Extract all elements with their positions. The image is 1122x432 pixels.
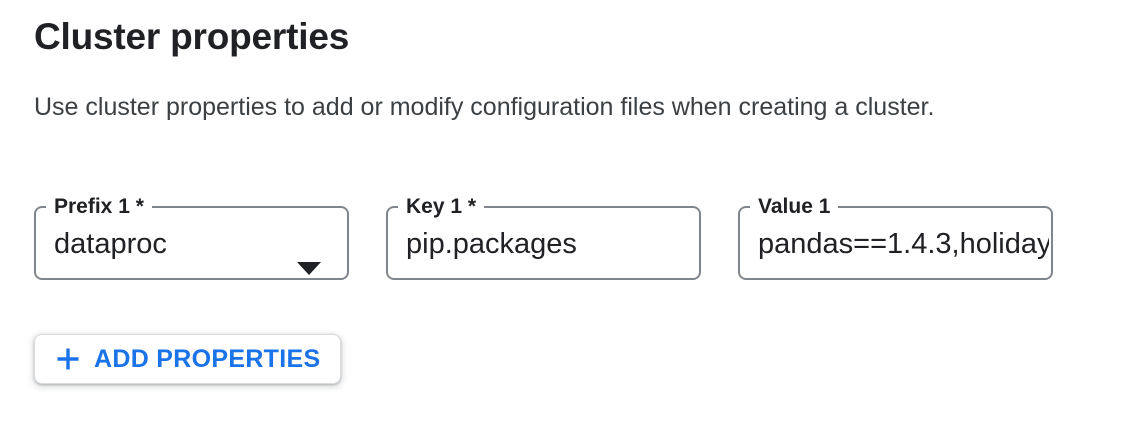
plus-icon: [55, 346, 81, 372]
value-field: Value 1: [738, 194, 1053, 280]
dropdown-arrow-icon: [297, 262, 321, 275]
page-title: Cluster properties: [34, 16, 350, 57]
property-row: Prefix 1 * dataproc Key 1 * Value 1: [34, 194, 1122, 280]
section-description: Use cluster properties to add or modify …: [34, 93, 935, 121]
prefix-field[interactable]: Prefix 1 * dataproc: [34, 194, 349, 280]
value-label: Value 1: [758, 195, 831, 218]
add-properties-label: ADD PROPERTIES: [94, 344, 321, 373]
prefix-label: Prefix 1 *: [54, 195, 144, 218]
value-input[interactable]: [758, 227, 1049, 261]
prefix-select[interactable]: dataproc: [54, 228, 167, 260]
key-input[interactable]: [406, 227, 697, 261]
key-field: Key 1 *: [386, 194, 701, 280]
key-label: Key 1 *: [406, 195, 477, 218]
add-properties-button[interactable]: ADD PROPERTIES: [34, 334, 342, 384]
